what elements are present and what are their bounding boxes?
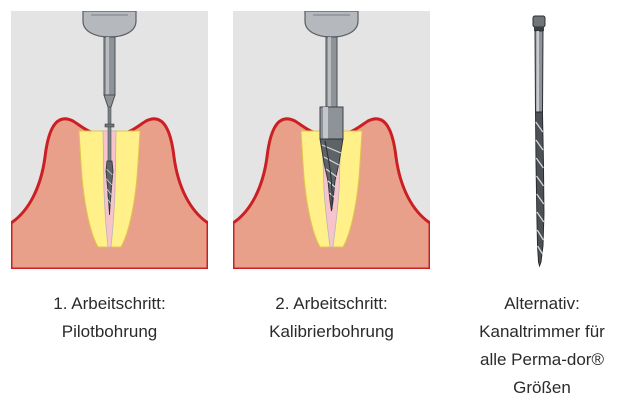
step-2-subtitle: Kalibrierbohrung: [233, 318, 430, 346]
step-1-title: 1. Arbeitschritt:: [11, 290, 208, 318]
drill-shank-shape: [326, 37, 337, 107]
alternative-line-4: Größen: [452, 374, 632, 402]
trimmer-head: [533, 16, 545, 27]
alternative-line-2: Kanaltrimmer für: [452, 318, 632, 346]
canal-trimmer-drawing: [520, 14, 564, 268]
step-1-subtitle: Pilotbohrung: [11, 318, 208, 346]
calibration-drilling-drawing: [233, 11, 430, 269]
drill-shank-shape: [104, 37, 115, 95]
step-2-caption: 2. Arbeitschritt: Kalibrierbohrung: [233, 290, 430, 346]
pilot-drilling-drawing: [11, 11, 208, 269]
step-1-caption: 1. Arbeitschritt: Pilotbohrung: [11, 290, 208, 346]
alternative-caption: Alternativ: Kanaltrimmer für alle Perma-…: [452, 290, 632, 402]
pilot-drilling-illustration: [11, 11, 208, 269]
alternative-title: Alternativ:: [452, 290, 632, 318]
alternative-line-3: alle Perma-dor®: [452, 346, 632, 374]
canal-trimmer-image: [520, 14, 564, 268]
trimmer-flutes: [536, 112, 545, 266]
step-2-title: 2. Arbeitschritt:: [233, 290, 430, 318]
calibration-drilling-illustration: [233, 11, 430, 269]
